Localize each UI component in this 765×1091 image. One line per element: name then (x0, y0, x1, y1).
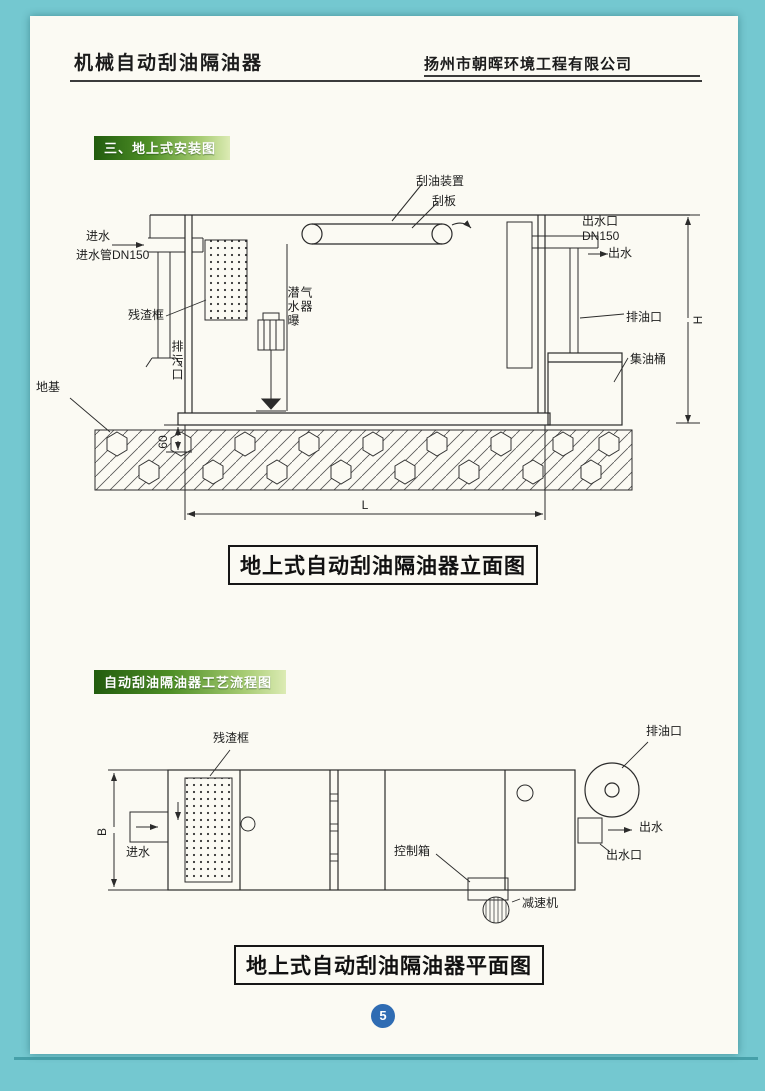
scan-artifact (14, 1057, 758, 1060)
shaft-circle (240, 816, 256, 832)
label-foundation: 地基 (36, 380, 61, 394)
oil-collection-barrel (547, 352, 623, 426)
chain-track-marks (329, 793, 339, 862)
company-underline (424, 75, 700, 77)
outlet-weir-box (506, 221, 608, 369)
label-oil-port-plan: 排油口 (646, 724, 683, 738)
label-reducer: 减速机 (522, 896, 559, 910)
dim-60-label: 60 (156, 435, 170, 449)
residue-basket-elevation (204, 239, 248, 321)
sewage-drain-pipe (145, 252, 183, 368)
label-aerator: 潜水曝气器 (286, 286, 313, 328)
dimension-L (184, 425, 546, 520)
dim-L-label: L (362, 498, 369, 512)
label-outlet-spec: DN150 (582, 229, 620, 243)
plan-inlet (129, 811, 169, 843)
dimension-60 (164, 424, 192, 453)
residue-basket-plan (184, 777, 233, 883)
label-scraper-blade: 刮板 (432, 194, 457, 208)
dim-H-label: H (691, 316, 705, 325)
label-outlet-flow-elev: 出水 (608, 246, 633, 260)
oil-drain-top-view (584, 762, 640, 818)
label-inlet-plan: 进水 (126, 845, 151, 859)
section-banner-process: 自动刮油隔油器工艺流程图 (94, 670, 287, 694)
section-banner-installation: 三、地上式安装图 (94, 136, 231, 160)
label-oil-barrel: 集油桶 (630, 352, 667, 366)
label-outlet-port-elev: 出水口 (582, 214, 619, 228)
plan-caption: 地上式自动刮油隔油器平面图 (234, 945, 544, 985)
label-control-box: 控制箱 (394, 844, 431, 858)
pulley-circle (516, 784, 534, 802)
elevation-diagram: L 60 H (69, 183, 705, 520)
plan-diagram: B (95, 741, 649, 924)
label-scraper-device: 刮油装置 (416, 174, 465, 188)
label-residue-basket-elev: 残渣框 (128, 308, 165, 322)
leader-lines-plan (209, 741, 649, 903)
page-number-badge: 5 (371, 1004, 395, 1028)
label-oil-port-elev: 排油口 (626, 310, 663, 324)
label-residue-basket-plan: 残渣框 (213, 731, 250, 745)
control-box-and-reducer (467, 877, 510, 924)
dimension-B (108, 769, 168, 891)
submersible-aerator (256, 244, 288, 412)
page-background (30, 16, 738, 1054)
elevation-caption: 地上式自动刮油隔油器立面图 (228, 545, 538, 585)
inlet-pipe (112, 215, 204, 253)
label-inlet-pipe: 进水管DN150 (76, 248, 150, 262)
oil-drain-pipe (569, 248, 579, 353)
label-outlet-port-plan: 出水口 (606, 848, 643, 862)
label-outlet-flow-plan: 出水 (639, 820, 664, 834)
header-rule (70, 80, 702, 82)
dimension-H (676, 214, 700, 424)
plan-outlet (577, 817, 632, 844)
scraper-conveyor (301, 183, 472, 245)
document-title: 机械自动刮油隔油器 (74, 53, 264, 74)
label-sewage-port: 排污口 (170, 340, 184, 382)
leader-lines-elevation (69, 299, 629, 433)
label-inlet-elev: 进水 (86, 229, 111, 243)
company-name: 扬州市朝晖环境工程有限公司 (424, 57, 633, 73)
foundation-hatch (94, 429, 633, 491)
dim-B-label: B (95, 828, 109, 836)
